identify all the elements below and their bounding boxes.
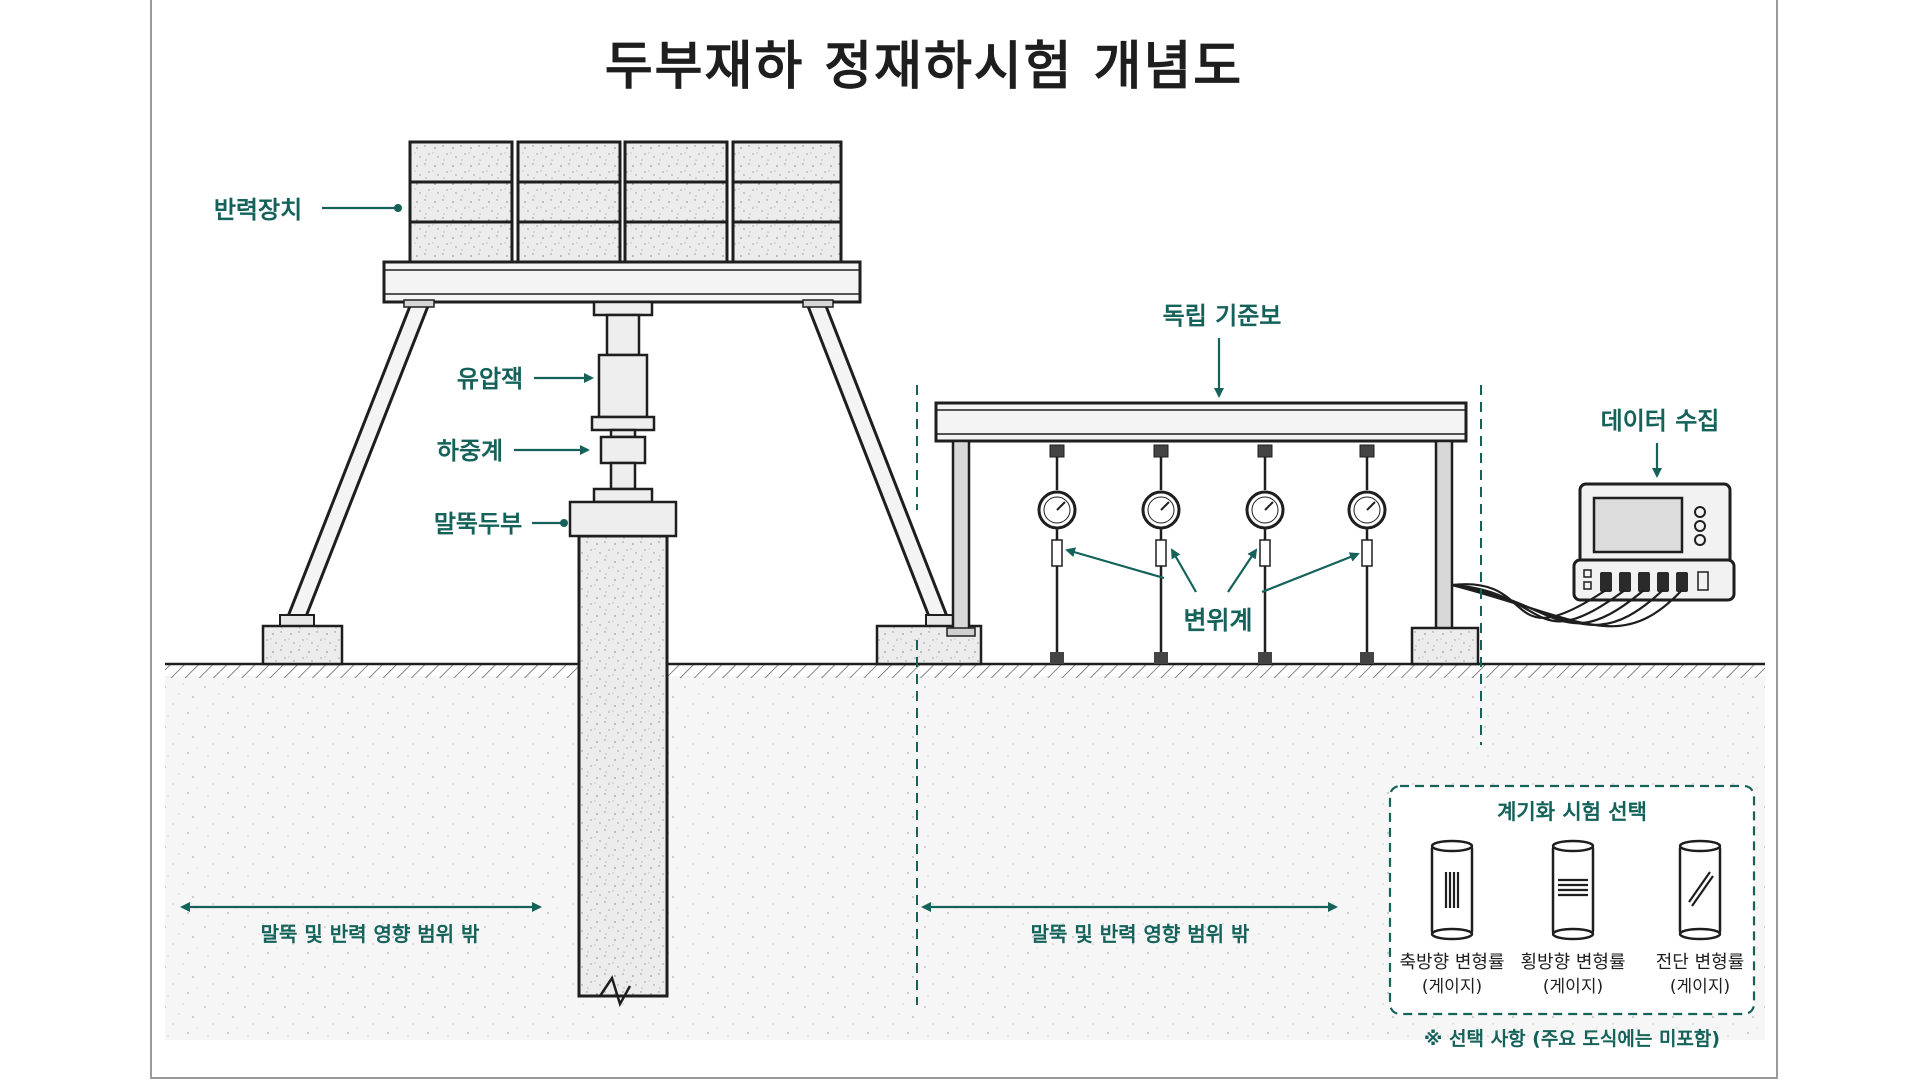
legend-item-3-line2: (게이지): [1670, 977, 1730, 997]
page-title: 두부재하 정재하시험 개념도: [604, 37, 1244, 97]
label-data-collection: 데이터 수집: [1601, 407, 1720, 435]
legend-item-1-line1: 축방향 변형률: [1399, 952, 1504, 973]
data-logger: [1572, 482, 1736, 602]
label-reference-beam: 독립 기준보: [1163, 302, 1282, 330]
influence-boundary-lines: [916, 385, 1482, 1005]
legend-note: ※ 선택 사항 (주요 도식에는 미포함): [1424, 1028, 1720, 1050]
legend-item-3-line1: 전단 변형률: [1656, 952, 1745, 973]
dial-gauge-3: [1245, 444, 1285, 664]
dial-gauge-1: [1037, 444, 1077, 664]
reaction-frame: [261, 260, 983, 666]
axial-strain-gauge-icon: [1430, 839, 1474, 941]
pile: [577, 534, 669, 1008]
dial-gauge-4: [1347, 444, 1387, 664]
diagram-frame: [150, 0, 1778, 1079]
dial-gauges: [1037, 444, 1387, 664]
label-range-left: 말뚝 및 반력 영향 범위 밖: [261, 922, 480, 946]
label-range-right: 말뚝 및 반력 영향 범위 밖: [1031, 922, 1250, 946]
label-reaction: 반력장치: [214, 196, 302, 224]
label-pilehead: 말뚝두부: [434, 510, 522, 538]
label-dial-gauge: 변위계: [1183, 606, 1252, 635]
shear-strain-gauge-icon: [1678, 839, 1722, 941]
legend-item-1-line2: (게이지): [1422, 977, 1482, 997]
jack-assembly: [568, 300, 678, 538]
instrumentation-legend: 계기화 시험 선택: [1388, 784, 1756, 1016]
reference-beam: [934, 401, 1480, 666]
lateral-strain-gauge-icon: [1551, 839, 1595, 941]
cables: [1451, 583, 1683, 628]
dial-gauge-2: [1141, 444, 1181, 664]
label-loadcell: 하중계: [437, 437, 503, 465]
legend-title: 계기화 시험 선택: [1497, 800, 1647, 824]
legend-item-2-line2: (게이지): [1543, 977, 1603, 997]
leader-lines: [322, 204, 1662, 594]
reaction-blocks: [408, 140, 843, 264]
label-jack: 유압잭: [457, 365, 523, 393]
legend-item-2-line1: 횡방향 변형률: [1520, 952, 1625, 973]
